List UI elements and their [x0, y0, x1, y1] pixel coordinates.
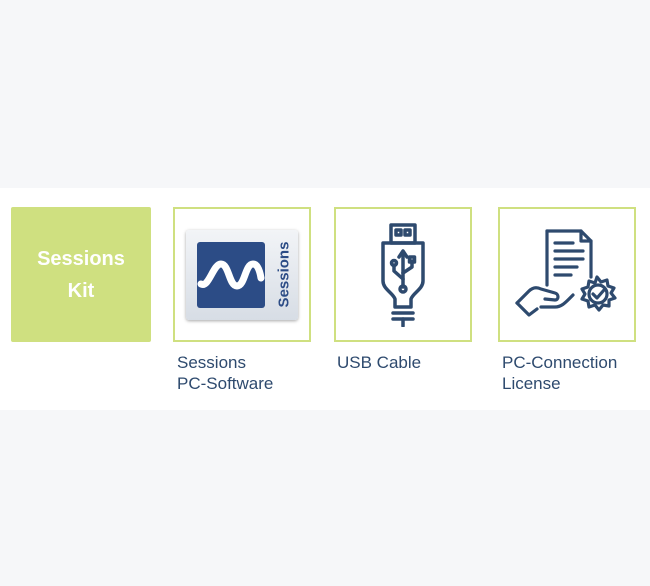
license-caption: PC-Connection License [502, 352, 617, 394]
certificate-license-icon [515, 228, 617, 317]
caption-line: License [502, 374, 561, 393]
license-card [498, 207, 636, 342]
sessions-kit-tile: Sessions Kit [11, 207, 151, 342]
sessions-logo-wordmark: Sessions [275, 241, 293, 308]
kit-title-line1: Sessions [37, 247, 125, 270]
caption-line: USB Cable [337, 353, 422, 372]
caption-line: PC-Software [177, 374, 274, 393]
sessions-logo-icon: Sessions [186, 229, 298, 320]
caption-line: PC-Connection [502, 353, 618, 372]
usb-cable-caption: USB Cable [337, 352, 421, 373]
kit-title-line2: Kit [67, 279, 95, 302]
caption-line: Sessions [177, 353, 246, 372]
sessions-logo-mark [197, 241, 265, 308]
usb-cable-icon [381, 222, 425, 327]
sessions-software-card: Sessions [173, 207, 311, 342]
sessions-software-caption: Sessions PC-Software [177, 352, 273, 394]
usb-cable-card [334, 207, 472, 342]
